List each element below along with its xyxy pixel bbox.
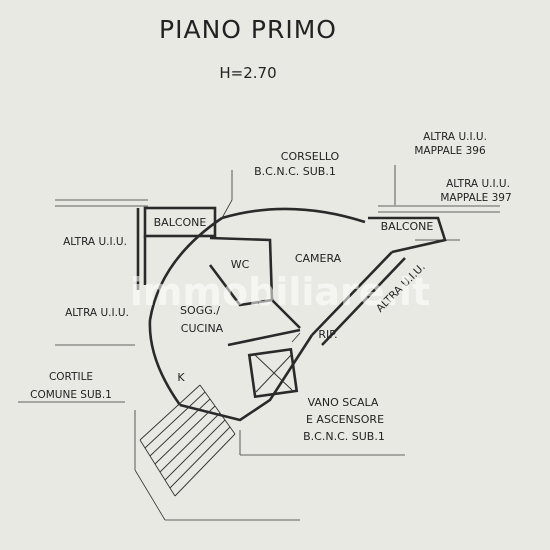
label-balcone-left: BALCONE xyxy=(154,216,207,229)
label-cortile: CORTILE xyxy=(49,371,93,383)
label-vano-scala: VANO SCALA xyxy=(308,396,379,409)
label-corsello: CORSELLO xyxy=(281,150,340,163)
label-balcone-right: BALCONE xyxy=(381,220,434,233)
label-k: K xyxy=(177,371,185,384)
label-cucina: CUCINA xyxy=(181,322,224,335)
label-corsello-sub: B.C.N.C. SUB.1 xyxy=(254,165,336,178)
label-wc: WC xyxy=(231,258,250,271)
label-mappale-396: MAPPALE 396 xyxy=(414,145,486,157)
label-altra-left-top: ALTRA U.I.U. xyxy=(63,236,127,248)
label-ascensore: E ASCENSORE xyxy=(306,413,384,426)
label-camera: CAMERA xyxy=(295,252,342,265)
walls xyxy=(136,206,447,422)
stair-treads xyxy=(139,384,236,497)
plan-title: PIANO PRIMO xyxy=(159,15,337,44)
label-altra-left-mid: ALTRA U.I.U. xyxy=(65,307,129,319)
label-cortile-sub: COMUNE SUB.1 xyxy=(30,389,112,401)
label-mappale-397: MAPPALE 397 xyxy=(440,192,511,204)
watermark-logo: immobiliare.it xyxy=(130,270,430,314)
label-ripostiglio: RIP. xyxy=(318,328,337,341)
leader-lines xyxy=(221,165,396,343)
label-vano-sub: B.C.N.C. SUB.1 xyxy=(303,430,385,443)
ceiling-height: H=2.70 xyxy=(219,64,276,82)
label-soggiorno: SOGG./ xyxy=(180,304,220,317)
boundary-lines xyxy=(55,199,500,521)
label-altra-396: ALTRA U.I.U. xyxy=(423,131,487,143)
elevator-cross xyxy=(254,353,293,393)
label-altra-397: ALTRA U.I.U. xyxy=(446,178,510,190)
